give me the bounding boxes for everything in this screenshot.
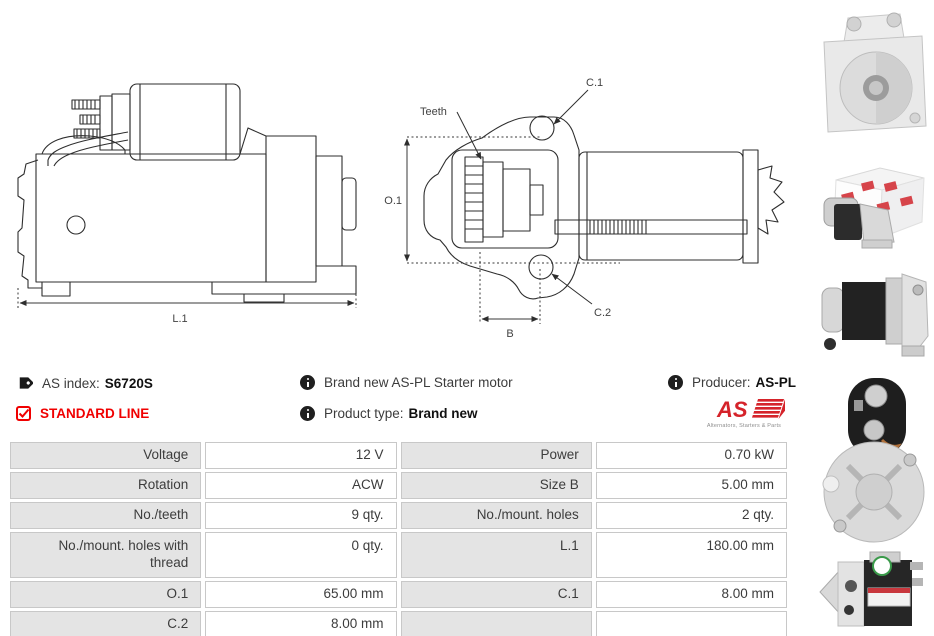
spec-value: 180.00 mm: [595, 532, 787, 578]
spec-table: Voltage 12 V Power 0.70 kW Rotation ACW …: [10, 442, 787, 636]
spec-value: 65.00 mm: [205, 581, 397, 608]
spec-value: 2 qty.: [595, 502, 787, 529]
product-type-label: Product type:: [324, 406, 404, 421]
dim-label-b: B: [506, 328, 513, 340]
spec-label: No./mount. holes: [400, 502, 592, 529]
producer-value: AS-PL: [755, 375, 797, 390]
spec-value: 8.00 mm: [595, 581, 787, 608]
standard-line-row: STANDARD LINE: [16, 406, 149, 421]
spec-label: C.1: [400, 581, 592, 608]
checked-checkbox-icon: [16, 406, 31, 421]
product-type-row: Product type: Brand new: [300, 406, 478, 421]
spec-value: [595, 611, 787, 636]
spec-value: 9 qty.: [205, 502, 397, 529]
description-row: Brand new AS-PL Starter motor: [300, 375, 513, 390]
spec-value: ACW: [205, 472, 397, 499]
as-index-value: S6720S: [104, 376, 153, 391]
product-photo-rear-solenoid[interactable]: [818, 374, 930, 544]
spec-label: No./teeth: [10, 502, 202, 529]
product-photo-box[interactable]: [818, 152, 930, 252]
spec-value: 5.00 mm: [595, 472, 787, 499]
info-icon: [668, 375, 683, 390]
spec-label: [400, 611, 592, 636]
as-pl-logo: AS Alternators, Starters & Parts: [694, 396, 794, 429]
standard-line-label: STANDARD LINE: [40, 406, 150, 421]
spec-value: 0.70 kW: [595, 442, 787, 469]
as-logo-text: AS: [716, 397, 748, 422]
product-photo-side-black[interactable]: [818, 258, 930, 368]
as-index-row: AS index: S6720S: [16, 375, 153, 392]
producer-label: Producer:: [692, 375, 751, 390]
dim-label-o1: O.1: [384, 195, 402, 207]
dim-label-l1: L.1: [172, 313, 187, 325]
product-type-value: Brand new: [408, 406, 478, 421]
spec-label: C.2: [10, 611, 202, 636]
producer-row: Producer: AS-PL: [668, 375, 796, 390]
technical-drawing-side-view: L.1: [12, 70, 364, 328]
as-index-label: AS index:: [42, 376, 100, 391]
spec-value: 12 V: [205, 442, 397, 469]
spec-label: Size B: [400, 472, 592, 499]
spec-label: Voltage: [10, 442, 202, 469]
info-icon: [300, 406, 315, 421]
product-photo-front-view[interactable]: [818, 8, 930, 146]
spec-label: No./mount. holes with thread: [10, 532, 202, 578]
product-photo-side-labeled[interactable]: [818, 548, 930, 636]
product-description: Brand new AS-PL Starter motor: [324, 375, 513, 390]
spec-label: O.1: [10, 581, 202, 608]
technical-drawing-front-view: O.1 B Teeth C.1 C.2: [380, 62, 805, 354]
spec-label: L.1: [400, 532, 592, 578]
spec-value: 8.00 mm: [205, 611, 397, 636]
tag-icon: [16, 375, 33, 392]
info-icon: [300, 375, 315, 390]
spec-label: Rotation: [10, 472, 202, 499]
spec-value: 0 qty.: [205, 532, 397, 578]
as-logo-tagline: Alternators, Starters & Parts: [706, 423, 782, 429]
spec-label: Power: [400, 442, 592, 469]
dim-label-c2: C.2: [594, 307, 611, 319]
dim-label-c1: C.1: [586, 77, 603, 89]
dim-label-teeth: Teeth: [420, 106, 447, 118]
